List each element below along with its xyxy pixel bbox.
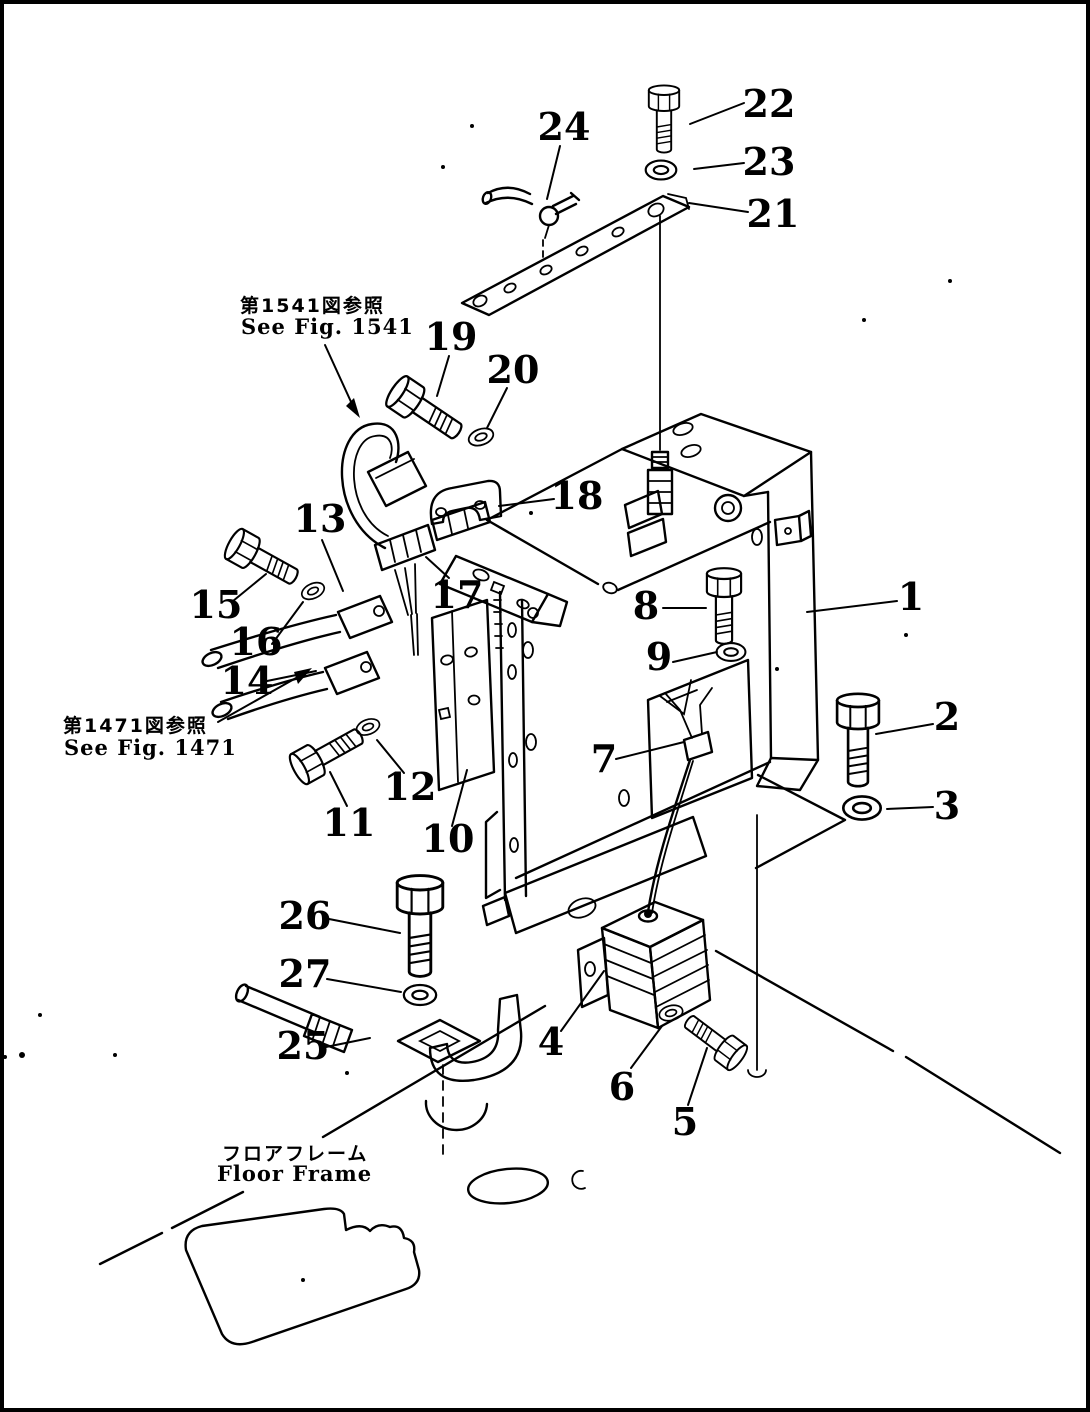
callout-3: 3	[934, 783, 960, 828]
bolt-22	[647, 84, 681, 154]
washer-9	[715, 642, 747, 662]
washer-6	[656, 1001, 686, 1025]
washer-3	[841, 795, 883, 821]
fig-ref-1471-en: See Fig. 1471	[64, 735, 237, 760]
callout-5: 5	[672, 1099, 698, 1144]
callout-21: 21	[747, 191, 800, 236]
floor-frame-label-en: Floor Frame	[217, 1161, 372, 1186]
callout-19: 19	[425, 314, 478, 359]
callout-numbers: 1 2 3 4 5 6 7 8 9 10 11 12 13 14 15 16 1…	[190, 81, 961, 1144]
callout-2: 2	[934, 694, 960, 739]
callout-25: 25	[277, 1023, 330, 1068]
callout-11: 11	[323, 800, 376, 845]
callout-8: 8	[633, 583, 659, 628]
callout-12: 12	[384, 764, 437, 809]
clamp-24	[481, 186, 581, 263]
strap-21	[460, 193, 691, 317]
callout-15: 15	[190, 582, 243, 627]
fig-ref-1541-en: See Fig. 1541	[241, 314, 414, 339]
callout-7: 7	[591, 736, 617, 781]
callout-26: 26	[279, 893, 332, 938]
washer-27	[402, 983, 438, 1007]
callout-27: 27	[279, 951, 332, 996]
callout-17: 17	[431, 572, 484, 617]
callout-20: 20	[487, 347, 540, 392]
cable-13	[201, 594, 394, 670]
callout-13: 13	[294, 496, 347, 541]
fig-ref-1471-jp: 第1471図参照	[63, 714, 208, 737]
bolt-2	[835, 692, 881, 788]
arrowhead-1541	[346, 398, 360, 418]
fig-ref-1541-jp: 第1541図参照	[240, 294, 385, 317]
callout-1: 1	[898, 574, 924, 619]
callout-24: 24	[538, 104, 591, 149]
connector-17	[340, 422, 492, 656]
ink-specks	[3, 124, 952, 1282]
callout-23: 23	[743, 139, 796, 184]
fig-ref-1471: 第1471図参照 See Fig. 1471	[63, 668, 312, 760]
callout-10: 10	[422, 816, 475, 861]
resistor-4	[576, 900, 712, 1030]
washer-23	[644, 159, 678, 181]
callout-16: 16	[230, 619, 283, 664]
plate-10	[430, 598, 496, 792]
bolt-5	[677, 1007, 752, 1074]
floor-frame-label: フロアフレーム Floor Frame	[217, 1143, 372, 1186]
washer-12	[353, 715, 383, 739]
callout-6: 6	[609, 1064, 635, 1109]
main-frame-part-1	[438, 215, 847, 1078]
washer-20	[465, 424, 497, 450]
leader-lines	[232, 102, 934, 1106]
floor-frame-label-jp: フロアフレーム	[222, 1143, 368, 1165]
callout-18: 18	[551, 473, 604, 518]
washer-16	[298, 578, 328, 604]
wire-7	[646, 687, 714, 914]
arrowhead-1471	[294, 668, 312, 684]
bolt-8	[705, 567, 743, 645]
callout-22: 22	[743, 81, 796, 126]
bolt-26	[395, 874, 445, 978]
clamp-25	[234, 983, 523, 1159]
cable-14	[211, 650, 381, 721]
callout-4: 4	[538, 1019, 564, 1064]
callout-9: 9	[646, 634, 672, 679]
fig-ref-1541: 第1541図参照 See Fig. 1541	[240, 294, 414, 418]
floor-frame-outline	[98, 949, 1062, 1346]
